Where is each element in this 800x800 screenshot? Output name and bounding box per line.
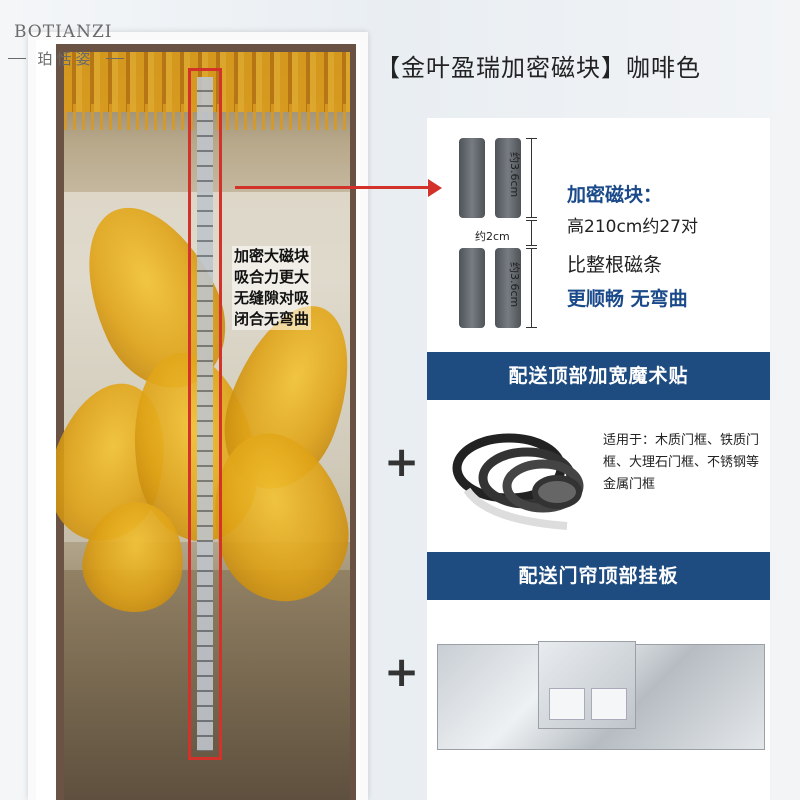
door-feature-label: 加密大磁块 吸合力更大 无缝隙对吸 闭合无弯曲 bbox=[232, 246, 312, 330]
dimension-length-label: 约3.6cm bbox=[508, 262, 521, 308]
dimension-length-label: 约3.6cm bbox=[508, 152, 521, 198]
door-label-line: 无缝隙对吸 bbox=[232, 288, 312, 309]
magnet-feature-highlight: 更顺畅 无弯曲 bbox=[567, 288, 688, 310]
door-label-line: 闭合无弯曲 bbox=[232, 309, 312, 330]
magnet-spec-panel: 约3.6cm 约2cm 约3.6cm 加密磁块： 高210cm约27对 比整根磁… bbox=[427, 118, 770, 353]
door-label-line: 吸合力更大 bbox=[232, 267, 312, 288]
brand-logo-en: BOTIANZI bbox=[14, 22, 113, 42]
magnet-block-image bbox=[459, 248, 485, 328]
magnet-feature-title: 加密磁块： bbox=[567, 184, 663, 206]
brand-logo: BOTIANZI 珀恬姿 bbox=[8, 22, 124, 78]
magnet-feature-line: 高210cm约27对 bbox=[567, 217, 698, 237]
velcro-panel: 适用于：木质门框、铁质门框、大理石门框、不锈钢等金属门框 bbox=[427, 400, 770, 552]
dimension-gap-label: 约2cm bbox=[475, 230, 510, 243]
magnet-block-image bbox=[459, 138, 485, 218]
dimension-line-length bbox=[526, 138, 537, 218]
velcro-tape-image bbox=[452, 433, 584, 530]
plus-icon: + bbox=[384, 437, 420, 486]
magnet-feature-line: 比整根磁条 bbox=[567, 254, 663, 276]
plate-clip bbox=[549, 688, 585, 720]
magnet-block-image bbox=[495, 248, 521, 328]
plus-icon: + bbox=[384, 647, 420, 696]
plate-clip bbox=[591, 688, 627, 720]
pointer-arrow-line bbox=[235, 186, 430, 189]
magnet-strip-highlight bbox=[188, 68, 222, 760]
hanging-plate-center bbox=[538, 641, 636, 729]
magnet-blocks bbox=[197, 77, 213, 751]
pointer-arrow-head bbox=[428, 179, 442, 197]
dimension-line-gap bbox=[526, 220, 537, 246]
door-label-line: 加密大磁块 bbox=[232, 246, 312, 267]
hanging-plate-panel bbox=[427, 600, 770, 800]
hanging-plate-banner: 配送门帘顶部挂板 bbox=[427, 552, 770, 600]
magnet-block-image bbox=[495, 138, 521, 218]
hanging-plate-image bbox=[437, 641, 765, 750]
velcro-banner: 配送顶部加宽魔术贴 bbox=[427, 352, 770, 400]
dimension-line-length bbox=[526, 248, 537, 328]
velcro-applicable-text: 适用于：木质门框、铁质门框、大理石门框、不锈钢等金属门框 bbox=[603, 433, 760, 492]
brand-logo-cn: 珀恬姿 bbox=[8, 48, 124, 69]
product-title: 【金叶盈瑞加密磁块】咖啡色 bbox=[376, 54, 701, 82]
